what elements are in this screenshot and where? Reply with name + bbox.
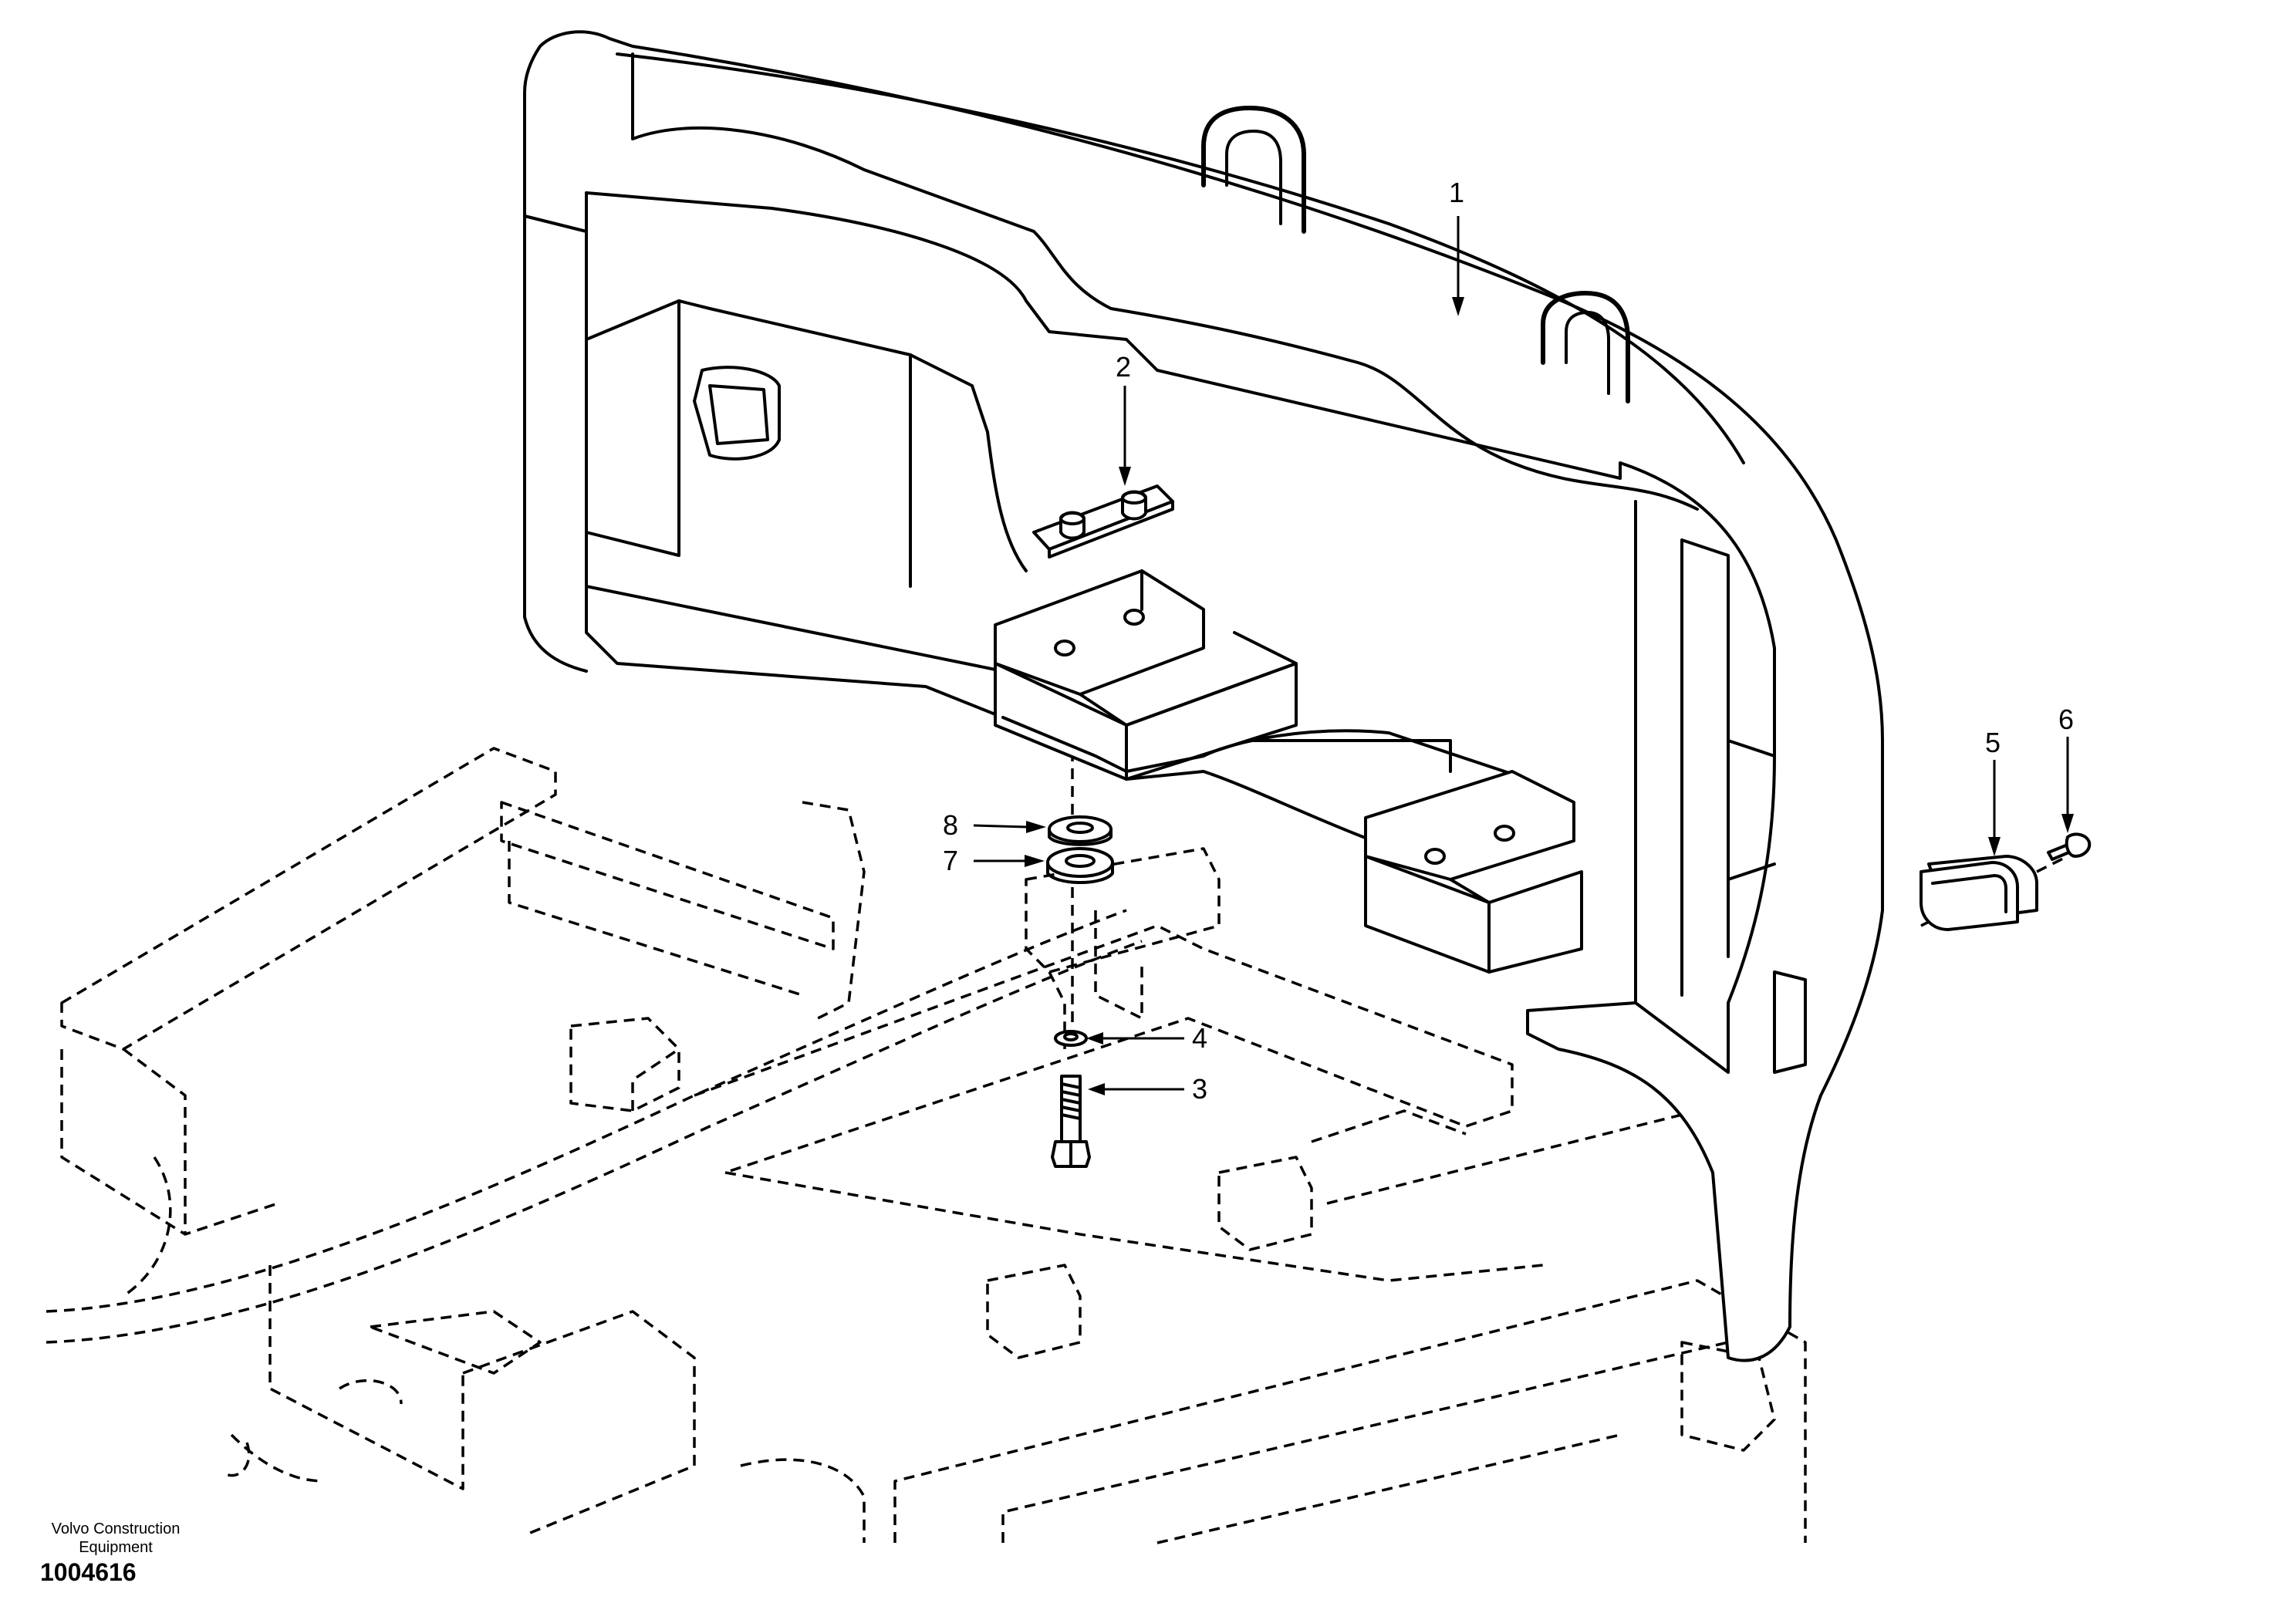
part-7-washer xyxy=(1046,847,1114,884)
counterweight xyxy=(523,30,1884,1362)
callout-leaders xyxy=(973,216,2074,1095)
callout-8: 8 xyxy=(943,809,958,841)
callout-4: 4 xyxy=(1192,1022,1207,1054)
callout-1: 1 xyxy=(1449,177,1464,208)
part-4-lock-washer xyxy=(1054,1030,1088,1047)
callout-3: 3 xyxy=(1192,1073,1207,1105)
callout-5: 5 xyxy=(1985,727,2001,758)
part-2-mounting-plate xyxy=(1032,484,1174,559)
part-6-screw xyxy=(2047,832,2092,861)
callout-2: 2 xyxy=(1116,351,1131,383)
part-5-cover-plate xyxy=(1920,855,2038,931)
part-3-bolt xyxy=(1051,1075,1091,1168)
part-8-washer xyxy=(1048,815,1113,846)
publisher-label: Volvo Construction Equipment xyxy=(51,1520,181,1556)
callout-7: 7 xyxy=(943,845,958,876)
drawing-number: 1004616 xyxy=(40,1558,137,1586)
callout-6: 6 xyxy=(2058,704,2074,735)
